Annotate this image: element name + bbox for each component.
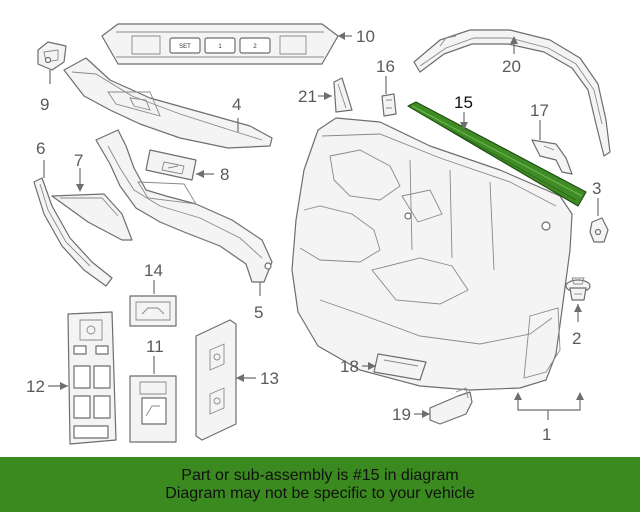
callout-11[interactable]: 11: [146, 337, 164, 356]
callout-5[interactable]: 5: [254, 303, 263, 322]
callout-13[interactable]: 13: [260, 369, 279, 388]
part-8-switch-cover[interactable]: [145, 149, 197, 181]
callout-2[interactable]: 2: [572, 329, 581, 348]
callout-1[interactable]: 1: [542, 425, 551, 444]
memory-1-label: 1: [218, 44, 222, 50]
part-15-window-seal-strip[interactable]: [407, 101, 587, 207]
callout-19[interactable]: 19: [392, 405, 411, 424]
arrowhead-2: [574, 304, 582, 312]
callout-12[interactable]: 12: [26, 377, 45, 396]
part-11-window-switch[interactable]: [129, 375, 177, 443]
callout-18[interactable]: 18: [340, 357, 359, 376]
callout-15[interactable]: 15: [454, 93, 473, 112]
memory-2-label: 2: [253, 44, 257, 50]
arrowhead-18: [368, 362, 376, 370]
callout-10[interactable]: 10: [356, 27, 375, 46]
notice-line-part: Part or sub-assembly is #15 in diagram: [181, 466, 459, 484]
part-17-bracket[interactable]: [531, 139, 573, 175]
notice-banner: Part or sub-assembly is #15 in diagram D…: [0, 457, 640, 512]
callout-14[interactable]: 14: [144, 261, 163, 280]
arrowhead-1a: [514, 392, 522, 400]
part-14-switch-bezel[interactable]: [129, 295, 177, 327]
part-12-window-switch-assembly[interactable]: [67, 311, 117, 445]
callout-9[interactable]: 9: [40, 95, 49, 114]
part-3-clip[interactable]: [589, 217, 609, 243]
notice-line-disclaimer: Diagram may not be specific to your vehi…: [165, 484, 475, 502]
arrowhead-1b: [576, 392, 584, 400]
callout-20[interactable]: 20: [502, 57, 521, 76]
arrowhead-10: [338, 32, 345, 40]
arrowhead-21: [324, 92, 332, 100]
part-16-clip[interactable]: [381, 93, 397, 117]
exploded-parts-diagram: SET 1 2 10 9 4 6 7 8: [26, 23, 611, 445]
callout-17[interactable]: 17: [530, 101, 549, 120]
callout-6[interactable]: 6: [36, 139, 45, 158]
part-5-armrest-trim[interactable]: [95, 129, 273, 283]
callout-8[interactable]: 8: [220, 165, 229, 184]
arrowhead-8: [196, 170, 204, 178]
part-2-push-fastener[interactable]: [565, 277, 591, 301]
part-1-door-trim-panel[interactable]: [291, 117, 573, 391]
callout-21[interactable]: 21: [298, 87, 317, 106]
part-21-corner-trim[interactable]: [333, 77, 353, 113]
part-7-side-panel[interactable]: [51, 193, 133, 241]
arrowhead-13: [236, 374, 244, 382]
set-button-label: SET: [179, 44, 191, 50]
part-10-memory-switch-panel[interactable]: SET 1 2: [101, 23, 339, 65]
arrowhead-12: [60, 382, 68, 390]
part-4-upper-trim[interactable]: [63, 57, 273, 149]
part-20-frame-trim[interactable]: [413, 29, 611, 157]
callout-7[interactable]: 7: [74, 151, 83, 170]
callout-4[interactable]: 4: [232, 95, 241, 114]
part-9-switch[interactable]: [37, 41, 67, 71]
arrowhead-7: [76, 184, 84, 192]
arrowhead-15: [460, 122, 468, 130]
arrowhead-20: [510, 36, 518, 44]
callout-16[interactable]: 16: [376, 57, 395, 76]
part-6-thin-trim[interactable]: [33, 177, 113, 287]
arrowhead-19: [422, 410, 430, 418]
leader-line-1: [517, 394, 581, 420]
part-13-switch-plate[interactable]: [195, 319, 237, 441]
callout-3[interactable]: 3: [592, 179, 601, 198]
part-19-connector[interactable]: [429, 387, 473, 425]
